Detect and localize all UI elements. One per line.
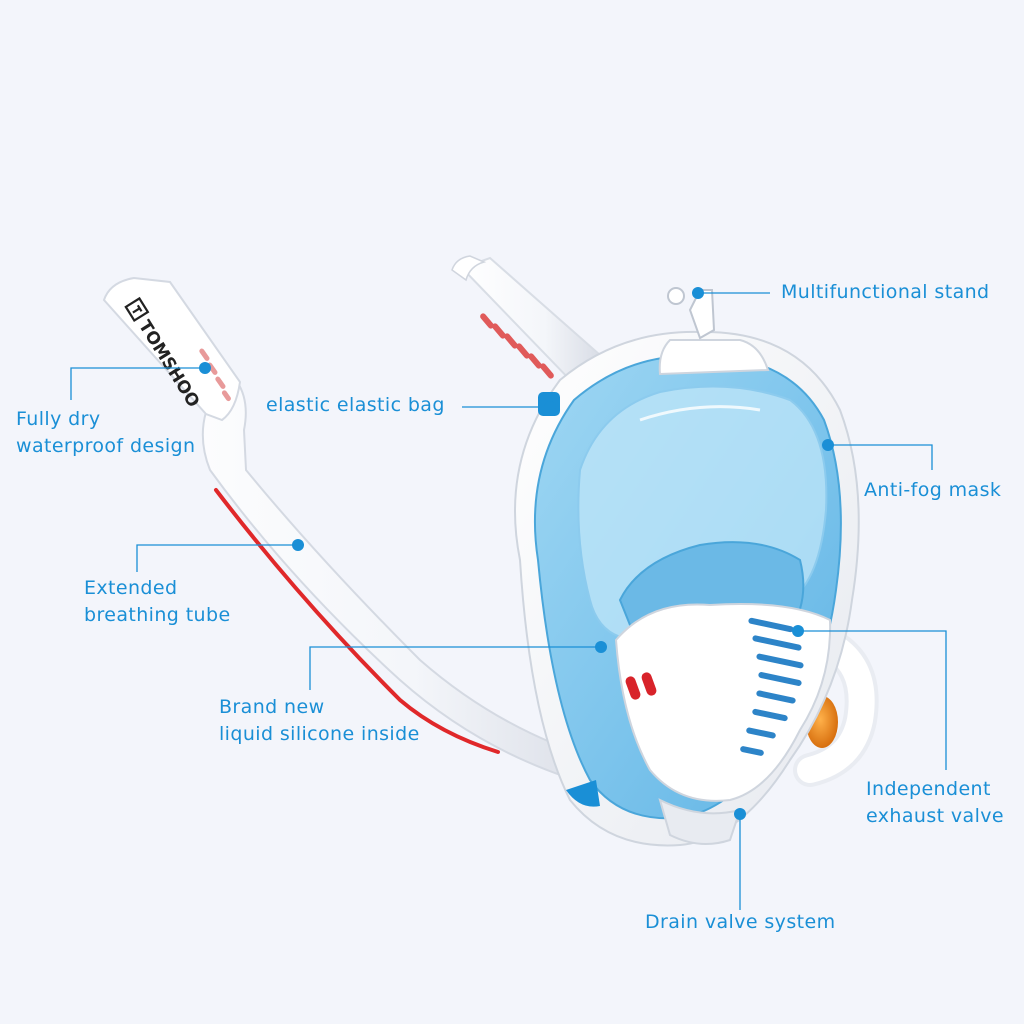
label-exhaust-valve: Independent exhaust valve xyxy=(866,776,1004,830)
callout-dots xyxy=(199,287,834,820)
rear-tube-vents xyxy=(480,313,554,379)
label-line: Anti-fog mask xyxy=(864,479,1002,501)
label-line: Drain valve system xyxy=(645,911,836,933)
dot-fully-dry xyxy=(199,362,211,374)
dot-exhaust-valve xyxy=(792,625,804,637)
leader-extended-tube xyxy=(136,544,298,572)
label-line: exhaust valve xyxy=(866,805,1005,827)
label-fully-dry: Fully dry waterproof design xyxy=(16,406,195,460)
callout-leaders xyxy=(70,292,947,910)
label-line: elastic elastic bag xyxy=(266,394,445,416)
rear-snorkel-tube xyxy=(451,255,879,787)
dot-liquid-silicone xyxy=(595,641,607,653)
label-line: breathing tube xyxy=(84,604,231,626)
label-line: Independent xyxy=(866,778,991,800)
dot-extended-tube xyxy=(292,539,304,551)
leader-exhaust-valve xyxy=(798,630,947,770)
leader-anti-fog xyxy=(828,444,933,470)
label-anti-fog: Anti-fog mask xyxy=(864,477,1001,504)
label-elastic-bag: elastic elastic bag xyxy=(266,392,445,419)
label-line: liquid silicone inside xyxy=(219,723,420,745)
label-drain-valve: Drain valve system xyxy=(645,909,835,936)
mask-body xyxy=(514,287,860,847)
leader-liquid-silicone xyxy=(309,646,601,690)
dot-anti-fog xyxy=(822,439,834,451)
label-line: waterproof design xyxy=(16,435,196,457)
label-extended-tube: Extended breathing tube xyxy=(84,575,231,629)
label-line: Brand new xyxy=(219,696,325,718)
label-line: Fully dry xyxy=(16,408,101,430)
label-line: Multifunctional stand xyxy=(781,281,990,303)
label-liquid-silicone: Brand new liquid silicone inside xyxy=(219,694,420,748)
label-line: Extended xyxy=(84,577,178,599)
chamber-vents xyxy=(740,617,804,756)
stand-mount xyxy=(658,339,770,376)
label-multifunctional-stand: Multifunctional stand xyxy=(781,279,990,306)
dot-elastic-bag xyxy=(544,401,556,413)
leader-fully-dry xyxy=(70,367,205,400)
dot-multifunctional-stand xyxy=(692,287,704,299)
dot-drain-valve xyxy=(734,808,746,820)
red-side-accents xyxy=(625,672,657,700)
breathing-chamber xyxy=(614,603,832,802)
